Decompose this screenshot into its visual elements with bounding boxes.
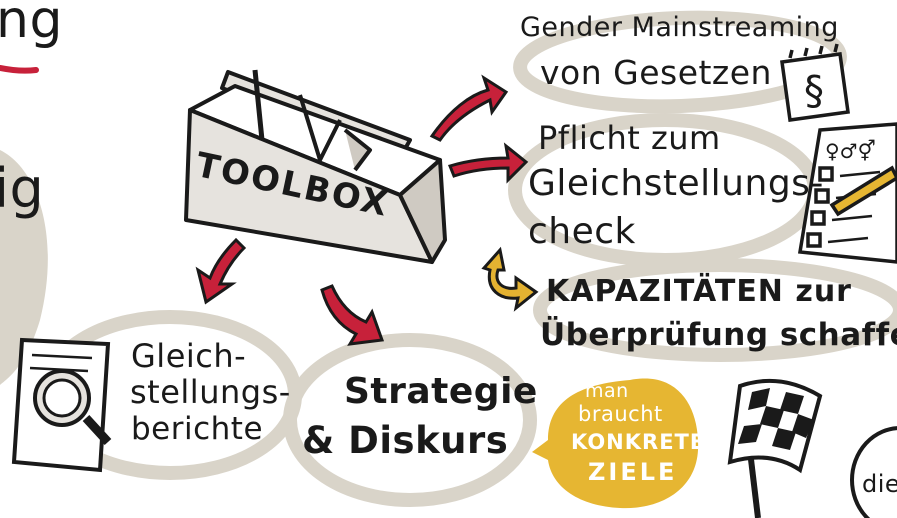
gleichstellung-line1: Gleich- [131, 340, 246, 372]
paragraph-notepad-icon: § [782, 44, 848, 120]
kapazitaeten-line2: Überprüfung schaffen [540, 320, 897, 351]
arrow-to-kapaz [484, 250, 536, 308]
gleichstellung-line3: berichte [131, 414, 263, 445]
ziele-line4: ZIELE [588, 460, 677, 484]
fragment-top-left: ng [0, 0, 63, 46]
arrow-to-gender [432, 78, 506, 140]
magnifier-report-icon [14, 340, 108, 470]
ziele-line3: KONKRETE [571, 432, 705, 453]
gleichstellung-line2: stellungs- [130, 376, 291, 408]
svg-text:♀♂⚥: ♀♂⚥ [825, 139, 876, 163]
red-underline [0, 68, 36, 71]
pflicht-line3: check [528, 214, 636, 250]
strategie-line2: & Diskurs [302, 422, 508, 459]
arrow-to-pflicht [450, 146, 526, 180]
strategie-line1: Strategie [344, 374, 538, 410]
fragment-bottom-right: die [862, 472, 897, 496]
svg-text:§: § [804, 68, 824, 114]
arrow-to-gleich [198, 240, 244, 302]
checkered-flag-icon [730, 381, 820, 518]
pflicht-line1: Pflicht zum [538, 122, 721, 154]
arrow-to-strategie [322, 286, 382, 344]
ziele-line1: man [585, 382, 629, 401]
pflicht-line2: Gleichstellungs- [528, 166, 824, 202]
kapazitaeten-line1: KAPAZITÄTEN zur [546, 277, 852, 307]
gender-mainstreaming-line1: Gender Mainstreaming [520, 14, 839, 41]
fragment-mid-left: ig [0, 162, 44, 216]
gender-mainstreaming-line2: von Gesetzen [540, 56, 772, 89]
ziele-line2: braucht [578, 404, 663, 425]
